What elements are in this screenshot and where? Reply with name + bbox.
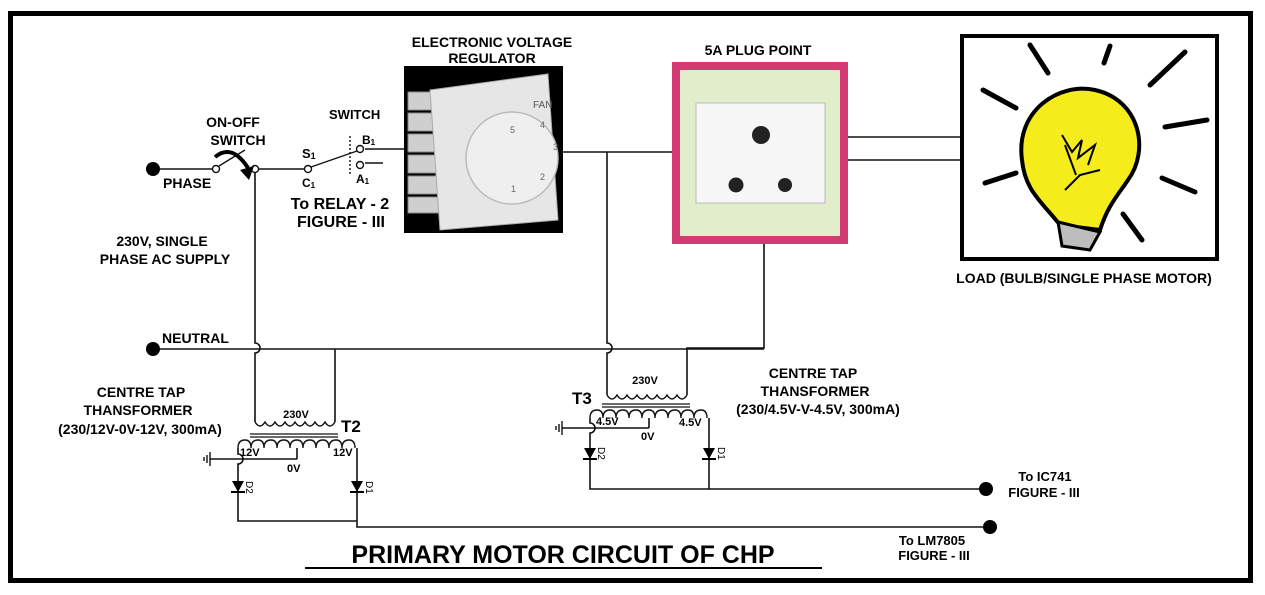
- neutral-terminal: [146, 342, 160, 356]
- relay-common-contact: [303, 164, 313, 174]
- dial-mark-5: 5: [510, 125, 515, 135]
- regulator-label-2: REGULATOR: [448, 50, 535, 66]
- t3-output-wire: [589, 418, 985, 490]
- socket-neutral-hole: [778, 178, 792, 192]
- t2-d2-label: D2: [243, 481, 254, 494]
- plug-point-label: 5A PLUG POINT: [705, 42, 812, 58]
- t2-primary-coil: [254, 420, 336, 427]
- neutral-wiring: [153, 348, 764, 422]
- relay-b1-contact: [355, 144, 365, 154]
- relay-b-label: B1: [362, 133, 376, 147]
- supply-label-2: PHASE AC SUPPLY: [100, 251, 231, 267]
- phase-terminal: [146, 162, 160, 176]
- arrow-head-icon: [240, 166, 254, 180]
- voltage-regulator: FAN 1 2 3 4 5: [404, 66, 563, 233]
- t3-diode-d2-icon: [584, 448, 596, 459]
- transformer-t3: [555, 393, 985, 490]
- curved-arrow-icon: [213, 149, 250, 170]
- t2-desc-3: (230/12V-0V-12V, 300mA): [58, 421, 222, 437]
- t3-d1-label: D1: [715, 447, 726, 460]
- t3-sec-right-label: 4.5V: [679, 417, 702, 429]
- lm7805-label-2: FIGURE - III: [898, 548, 970, 563]
- t2-secondary-coil: [237, 439, 356, 449]
- regulator-dial[interactable]: [465, 111, 559, 205]
- relay-note-1: To RELAY - 2: [291, 196, 389, 213]
- relay-a-label: A1: [356, 172, 370, 186]
- on-off-label-2: SWITCH: [210, 132, 265, 148]
- dial-mark-4: 4: [540, 120, 545, 130]
- t2-center-label: 0V: [287, 463, 301, 475]
- t3-desc-2: THANSFORMER: [761, 383, 870, 399]
- bulb-rays-icon: [980, 42, 1210, 243]
- relay-switch[interactable]: [303, 136, 365, 176]
- relay-c-label: C1: [302, 176, 316, 190]
- lm7805-label-1: To LM7805: [899, 533, 965, 548]
- on-off-lever: [218, 149, 246, 167]
- t3-primary-coil: [606, 393, 688, 400]
- plug-point: [672, 62, 848, 244]
- plug-insert: [695, 102, 826, 204]
- on-off-contact-left: [211, 164, 221, 174]
- t3-ground-icon: [555, 421, 563, 435]
- phase-label: PHASE: [163, 175, 211, 191]
- dial-mark-2: 2: [540, 172, 545, 182]
- diagram-title: PRIMARY MOTOR CIRCUIT OF CHP: [351, 541, 774, 569]
- t3-sec-left-label: 4.5V: [596, 416, 619, 428]
- ic741-label-2: FIGURE - III: [1008, 485, 1080, 500]
- t3-desc-1: CENTRE TAP: [769, 365, 857, 381]
- t2-left-rail: [237, 448, 357, 522]
- phase-wiring: [153, 136, 962, 422]
- bulb-filament-icon: [1061, 134, 1101, 191]
- regulator-label-1: ELECTRONIC VOLTAGE: [412, 34, 572, 50]
- bulb-glass-icon: [1019, 86, 1142, 233]
- t2-diode-d2-icon: [232, 481, 244, 492]
- t3-diode-d1-icon: [703, 448, 715, 459]
- t2-output-wire: [356, 448, 990, 528]
- load-bulb: [960, 34, 1219, 261]
- t2-sec-left-label: 12V: [240, 447, 260, 459]
- t2-desc-2: THANSFORMER: [84, 402, 193, 418]
- relay-s-label: S1: [302, 146, 316, 161]
- t3-name: T3: [572, 389, 592, 408]
- t2-d1-label: D1: [363, 481, 374, 494]
- relay-a1-contact: [355, 160, 365, 170]
- t3-center-label: 0V: [641, 431, 655, 443]
- diagram-border: [8, 11, 1253, 583]
- t3-d2-label: D2: [595, 447, 606, 460]
- t3-desc-3: (230/4.5V-V-4.5V, 300mA): [736, 401, 900, 417]
- ic741-terminal: [979, 482, 993, 496]
- bulb-base-icon: [1056, 220, 1103, 252]
- dial-mark-3: 3: [553, 142, 558, 152]
- relay-switch-label: SWITCH: [329, 107, 380, 122]
- t2-primary-label: 230V: [283, 409, 309, 421]
- t3-primary-label: 230V: [632, 375, 658, 387]
- t2-desc-1: CENTRE TAP: [97, 384, 185, 400]
- t3-secondary-coil: [589, 409, 708, 419]
- neutral-label: NEUTRAL: [162, 330, 229, 346]
- socket-live-hole: [728, 177, 744, 193]
- t2-name: T2: [341, 417, 361, 436]
- supply-label-1: 230V, SINGLE: [116, 233, 207, 249]
- t2-diode-d1-icon: [351, 481, 363, 492]
- t2-ground-icon: [203, 452, 211, 466]
- regulator-fan-label: FAN: [533, 100, 552, 111]
- ic741-label-1: To IC741: [1018, 469, 1071, 484]
- dial-mark-1: 1: [511, 184, 516, 194]
- socket-earth-hole: [752, 126, 770, 144]
- load-label: LOAD (BULB/SINGLE PHASE MOTOR): [956, 270, 1212, 286]
- plug-to-t3-wire: [686, 244, 765, 395]
- relay-note-2: FIGURE - III: [297, 214, 385, 231]
- regulator-drop-to-t3-wire: [606, 152, 613, 395]
- lm7805-terminal: [983, 520, 997, 534]
- phase-drop-to-t2-wire: [254, 172, 261, 422]
- on-off-label-1: ON-OFF: [206, 114, 260, 130]
- t2-sec-right-label: 12V: [333, 447, 353, 459]
- on-off-switch[interactable]: [211, 149, 260, 180]
- transformer-t2: [203, 420, 990, 528]
